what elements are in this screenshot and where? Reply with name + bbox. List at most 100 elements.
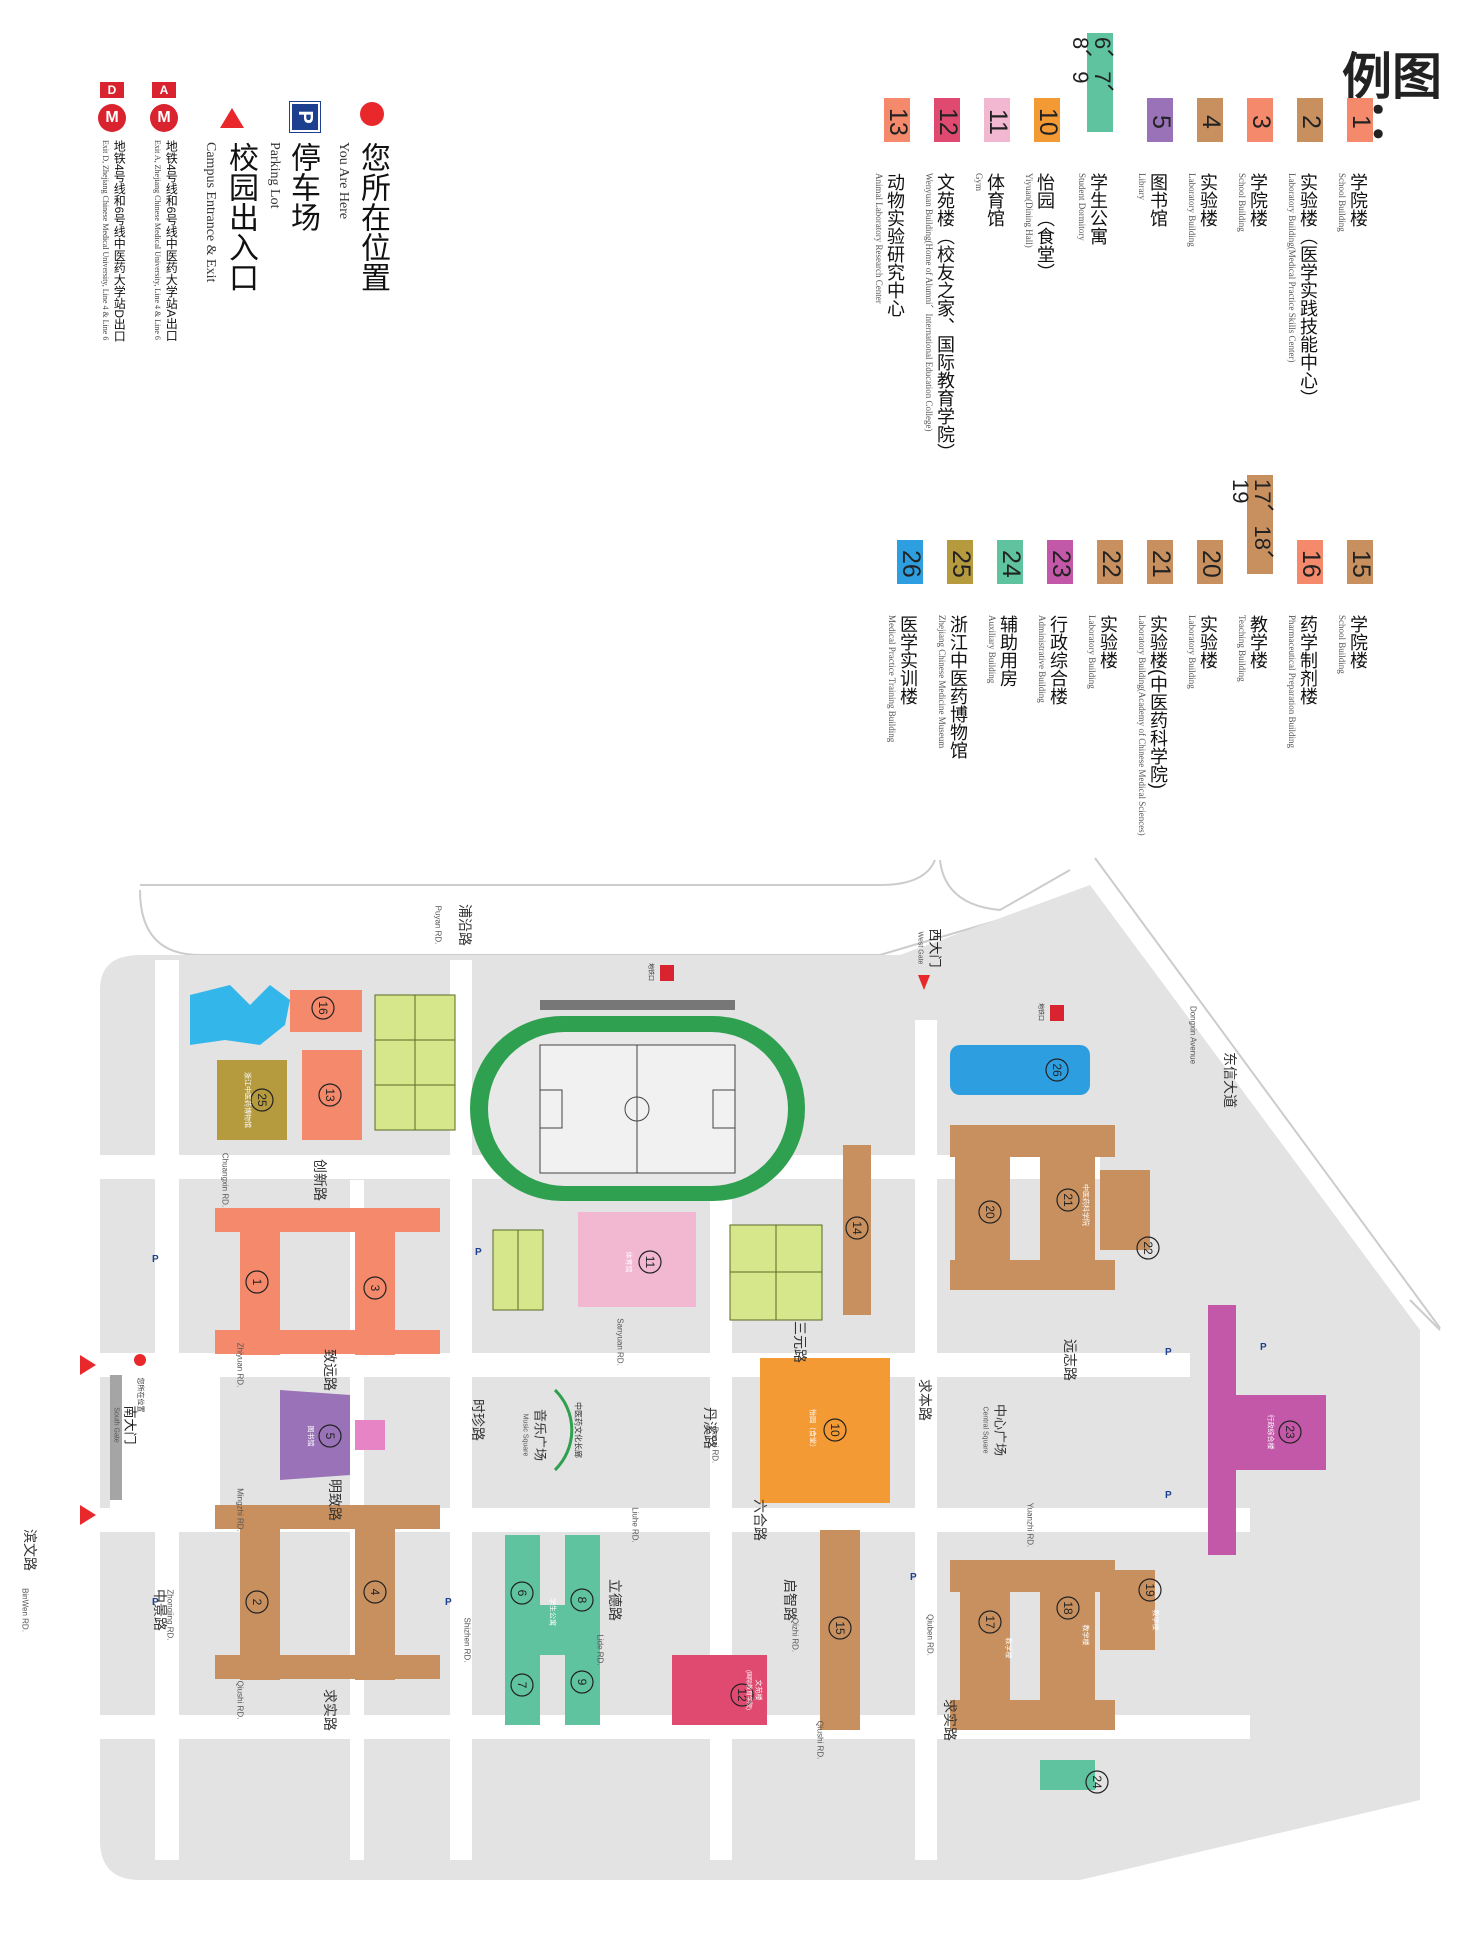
legend-label-cn: 实验楼(中医药科学院): [1148, 615, 1168, 789]
building-marker-24: 24: [1085, 1770, 1109, 1794]
legend-number-badge: 4: [1197, 98, 1225, 142]
gate-markers: [80, 965, 1064, 1525]
svg-text:10: 10: [828, 1423, 842, 1437]
building-marker-11: 11: [638, 1250, 662, 1274]
svg-text:20: 20: [983, 1205, 997, 1219]
legend-label-cn: 教学楼: [1248, 615, 1268, 669]
south-gate-east-triangle-icon: [80, 1355, 96, 1375]
entrance-triangle-icon: [220, 108, 244, 128]
road-label-en-yuanzhi: Yuanzhi RD.: [1026, 1503, 1035, 1547]
you-are-here-map-label: 您所在位置: [137, 1378, 146, 1413]
road-label-zhongjing: 中景路: [152, 1589, 168, 1631]
legend-label-cn: 学生公寓: [1088, 173, 1108, 245]
legend-number-badge: 24: [997, 540, 1025, 584]
legend-label-en: School Building: [1237, 173, 1247, 232]
svg-text:22: 22: [1141, 1241, 1155, 1255]
building-label-b12: 文苑楼: [755, 1680, 764, 1701]
road-label-en-qiuben: Qiuben RD.: [926, 1614, 935, 1656]
sports-stadium: [470, 1000, 805, 1201]
road-label-en-qizhi: Qizhi RD.: [791, 1618, 800, 1652]
metro-d-cn: 地铁4号线和6号线中医药大学站D出口: [112, 140, 127, 343]
svg-text:21: 21: [1061, 1193, 1075, 1207]
legend-number-badge: 12: [934, 98, 962, 142]
legend-number-badge: 15: [1347, 540, 1375, 584]
legend-label-cn: 体育馆: [985, 173, 1005, 227]
metro-d-marker-icon: [660, 965, 674, 981]
svg-text:5: 5: [323, 1433, 337, 1440]
west-gate-label: 西大门: [928, 928, 943, 967]
building-marker-3: 3: [363, 1276, 387, 1300]
legend-label-cn: 图书馆: [1148, 173, 1168, 227]
you-are-here-en: You Are Here: [336, 142, 351, 220]
central-square-label: 中心广场: [993, 1404, 1008, 1456]
legend-label-cn: 文苑楼（校友之家、国际教育学院）: [935, 173, 955, 461]
metro-a-badge: A: [152, 82, 176, 98]
building-label-b17: 教学楼: [1005, 1638, 1014, 1659]
building-label-b12_sub: (国际教育学院): [745, 1670, 753, 1710]
building-marker-26: 26: [1045, 1058, 1069, 1082]
building-label-b10: 怡园（食堂）: [809, 1409, 818, 1451]
metro-a-badge-text: A: [159, 83, 169, 97]
legend-label-cn: 实验楼: [1198, 173, 1218, 227]
legend-label-cn: 实验楼: [1198, 615, 1218, 669]
legend-label-en: Laboratory Building: [1187, 615, 1197, 689]
building-marker-19: 19: [1138, 1578, 1162, 1602]
legend-label-cn: 学院楼: [1348, 173, 1368, 227]
svg-text:24: 24: [1090, 1775, 1104, 1789]
road-label-chuangxin: 创新路: [312, 1159, 328, 1201]
svg-text:P: P: [152, 1597, 159, 1608]
building-label-b18: 教学楼: [1082, 1625, 1091, 1646]
svg-text:P: P: [152, 1254, 159, 1265]
road-label-en-chuangxin: Chuangxin RD.: [221, 1153, 230, 1207]
legend-number-badge: 11: [984, 98, 1012, 142]
metro-logo-icon: M: [98, 104, 126, 132]
svg-text:8: 8: [575, 1597, 589, 1604]
svg-text:19: 19: [1143, 1583, 1157, 1597]
road-label-liuhe: 六合路: [752, 1499, 768, 1541]
entrance-cn: 校园出入口: [224, 142, 257, 292]
svg-text:6: 6: [515, 1590, 529, 1597]
road-label-en-dongxin: Dongxin Avenue: [1189, 1006, 1198, 1065]
legend-number-badge: 16: [1297, 540, 1325, 584]
legend-label-cn: 浙江中医药博物馆: [948, 615, 968, 759]
street-network: [139, 857, 1441, 1331]
west-gate-triangle-icon: [918, 975, 930, 990]
svg-text:16: 16: [316, 1001, 330, 1015]
svg-text:17: 17: [983, 1615, 997, 1629]
svg-text:7: 7: [515, 1682, 529, 1689]
road-label-en-qiushi: Qiushi RD.: [236, 1681, 245, 1720]
legend-number-badge: 20: [1197, 540, 1225, 584]
svg-text:26: 26: [1050, 1063, 1064, 1077]
building-marker-12: 12: [730, 1683, 754, 1707]
building-label-b11: 体育馆: [625, 1252, 634, 1273]
pond: [190, 985, 290, 1045]
road-label-en-lide: Lide RD.: [596, 1634, 605, 1665]
road-label-qiushi: 求实路: [322, 1689, 338, 1731]
metro-logo-icon: M: [150, 104, 178, 132]
building-marker-20: 20: [978, 1200, 1002, 1224]
building-label-b25: 浙江中医药博物馆: [244, 1072, 253, 1128]
legend-label-en: Laboratory Building(Academy of Chinese M…: [1137, 615, 1147, 836]
parking-cn: 停车场: [286, 142, 319, 232]
metro-a-en: Exit A, Zhejiang Chinese Medical Univers…: [152, 140, 162, 340]
svg-text:11: 11: [643, 1256, 657, 1269]
metro-a-cn: 地铁4号线和6号线中医药大学站A出口: [164, 140, 179, 342]
svg-text:13: 13: [323, 1088, 337, 1102]
legend-number-badge: 26: [897, 540, 925, 584]
building-marker-15: 15: [828, 1616, 852, 1640]
legend-label-en: School Building: [1337, 615, 1347, 674]
entrance-en: Campus Entrance & Exit: [203, 142, 218, 283]
legend-number-badge: 1: [1347, 98, 1375, 142]
road-label-qiuben: 求本路: [917, 1379, 933, 1421]
legend-label-en: Pharmaceutical Preparation Building: [1287, 615, 1297, 748]
svg-text:14: 14: [850, 1221, 864, 1235]
building-markers: 1234567891011121314151617181920212223242…: [245, 996, 1302, 1794]
svg-text:3: 3: [368, 1285, 382, 1292]
building-marker-4: 4: [363, 1580, 387, 1604]
road-label-mingzhi: 明致路: [327, 1479, 343, 1521]
west-gate-en-label: West Gate: [917, 932, 924, 965]
road-label-zhiyuan: 致远路: [322, 1349, 338, 1391]
legend-label-en: Yiyuan(Dining Hall): [1024, 173, 1034, 248]
road-label-sanyuan: 三元路: [792, 1321, 808, 1363]
svg-text:18: 18: [1061, 1601, 1075, 1615]
